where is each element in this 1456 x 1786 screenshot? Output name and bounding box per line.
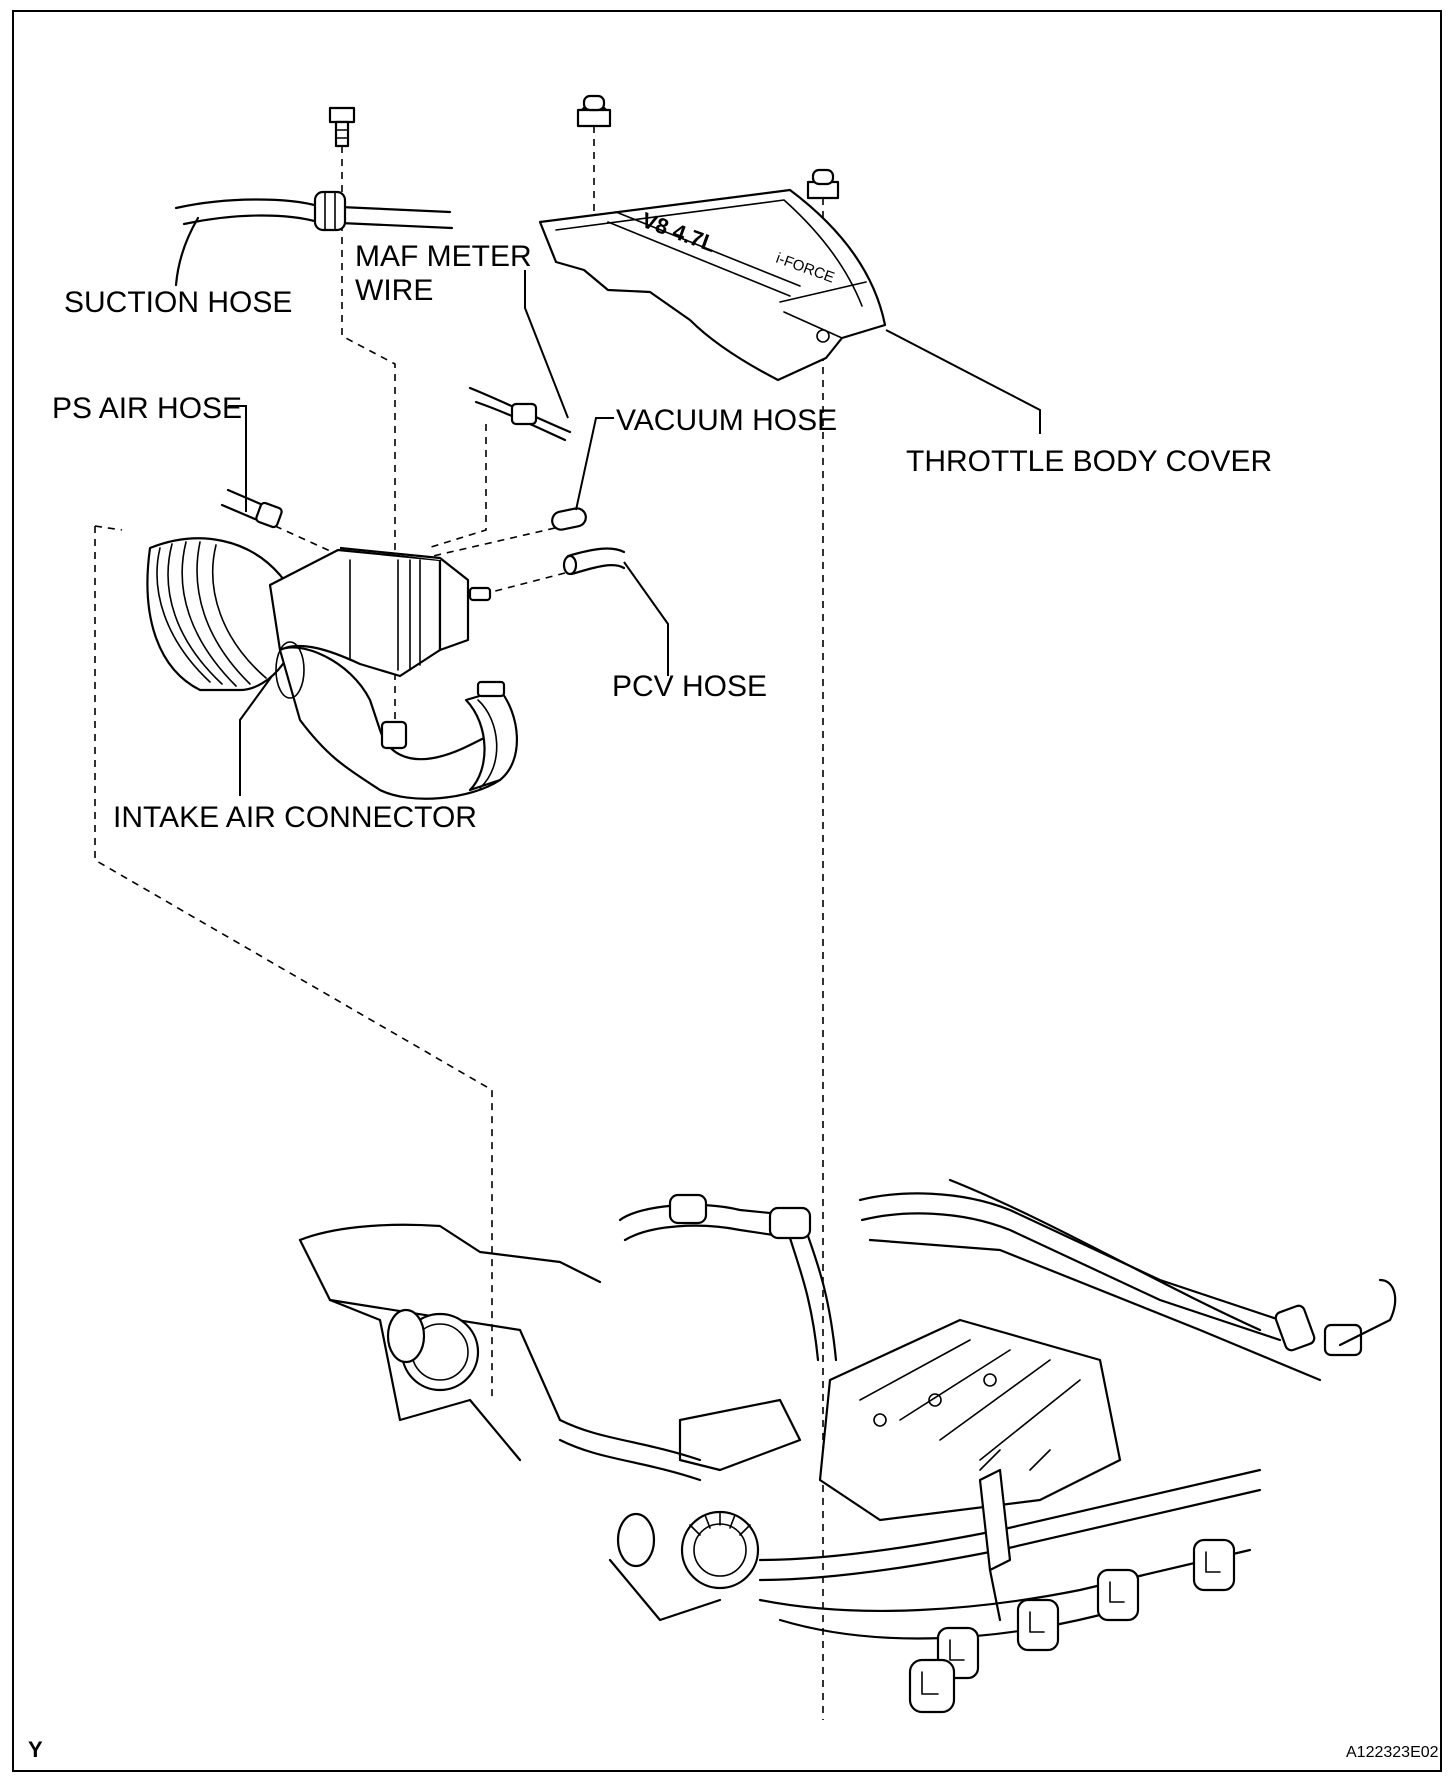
ps-air-hose	[220, 488, 283, 529]
label-ps-air-hose: PS AIR HOSE	[52, 392, 242, 425]
pcv-hose	[562, 547, 626, 576]
label-vacuum-hose: VACUUM HOSE	[616, 404, 837, 437]
engine-assembly	[298, 1178, 1397, 1714]
diagram-border	[12, 10, 1442, 1772]
corner-mark: Y	[28, 1737, 43, 1762]
nut-cover-right	[806, 168, 840, 200]
label-pcv-hose: PCV HOSE	[612, 670, 767, 703]
ignition-coil-3	[1096, 1568, 1140, 1622]
leader-maf-meter-wire	[524, 270, 569, 419]
vacuum-hose	[551, 507, 587, 531]
label-maf-meter-wire-line1: MAF METER	[355, 240, 532, 273]
throttle-body-cover: V8 4.7L i-FORCE	[538, 188, 887, 382]
leader-vacuum-hose	[575, 417, 614, 511]
label-throttle-body-cover: THROTTLE BODY COVER	[906, 445, 1272, 478]
label-intake-air-connector: INTAKE AIR CONNECTOR	[113, 801, 477, 834]
label-maf-meter-wire-line2: WIRE	[355, 274, 433, 307]
leader-lines	[228, 270, 1041, 796]
suction-hose	[174, 190, 454, 287]
intake-air-connector	[146, 537, 519, 800]
leader-pcv-hose	[623, 561, 669, 676]
ignition-coil-4	[1192, 1538, 1236, 1592]
ignition-coil-5	[908, 1658, 956, 1714]
nut-cover-left	[576, 94, 612, 128]
assembly-guide-lines	[94, 126, 824, 1720]
leader-throttle-body-cover	[885, 329, 1041, 434]
maf-meter-wire	[468, 386, 572, 442]
label-suction-hose: SUCTION HOSE	[64, 286, 292, 319]
bolt-top-left	[328, 106, 356, 148]
leader-intake-air-connector	[239, 675, 273, 796]
leader-ps-air-hose	[228, 405, 247, 512]
ignition-coil-2	[1016, 1598, 1060, 1652]
figure-code: A122323E02	[1346, 1744, 1439, 1761]
